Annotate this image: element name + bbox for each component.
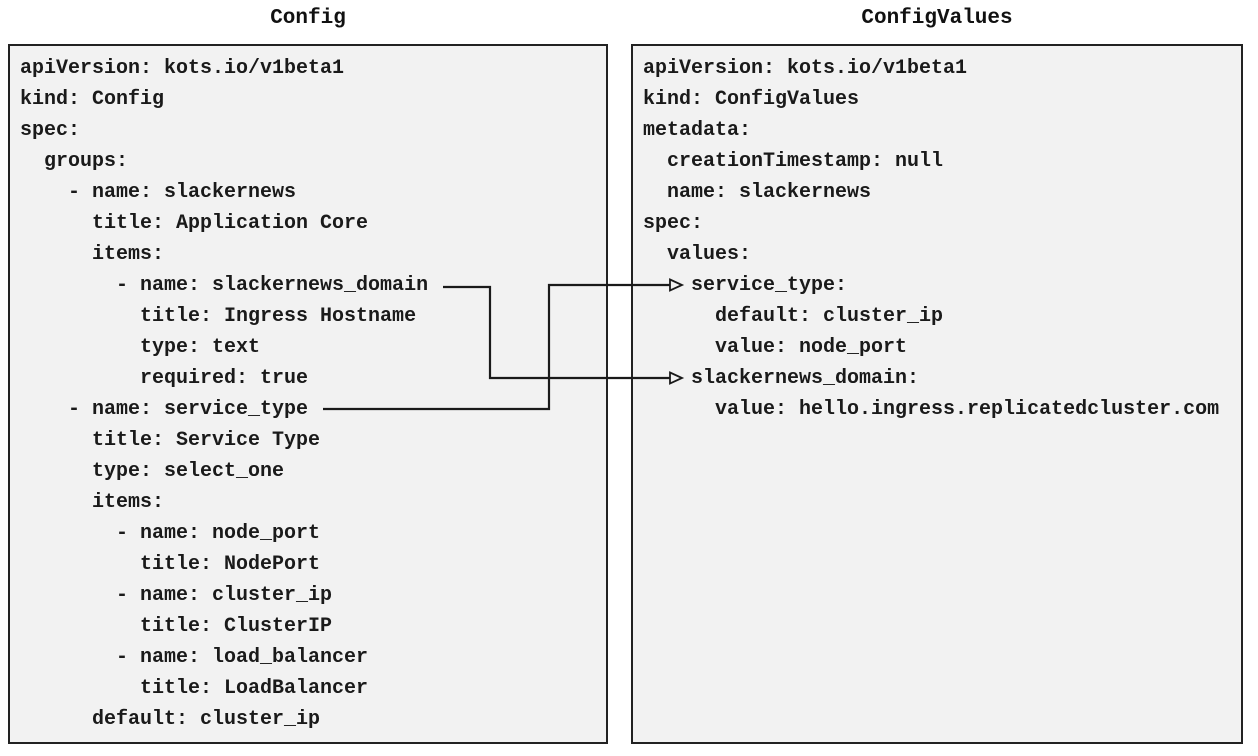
yaml-line: title: Application Core <box>20 212 369 235</box>
yaml-line: items: <box>20 243 165 266</box>
yaml-line: values: <box>643 243 752 266</box>
config-panel: apiVersion: kots.io/v1beta1 kind: Config s… <box>8 44 608 744</box>
yaml-line: items: <box>20 491 165 514</box>
yaml-line: apiVersion: kots.io/v1beta1 <box>643 57 968 80</box>
config-yaml-code: apiVersion: kots.io/v1beta1 kind: Config s… <box>10 46 606 735</box>
yaml-line: name: slackernews <box>643 181 872 204</box>
yaml-line: apiVersion: kots.io/v1beta1 <box>20 57 345 80</box>
yaml-line: metadata: <box>643 119 752 142</box>
yaml-line: - name: slackernews_domain <box>20 274 429 297</box>
yaml-line: groups: <box>20 150 129 173</box>
yaml-line: creationTimestamp: null <box>643 150 944 173</box>
yaml-line: title: Service Type <box>20 429 321 452</box>
yaml-line: - name: service_type <box>20 398 309 421</box>
yaml-line: value: hello.ingress.replicatedcluster.c… <box>643 398 1220 421</box>
configvalues-panel-title: ConfigValues <box>861 7 1013 30</box>
yaml-line: required: true <box>20 367 309 390</box>
yaml-line: type: text <box>20 336 261 359</box>
yaml-line: spec: <box>20 119 81 142</box>
yaml-line: - name: cluster_ip <box>20 584 333 607</box>
yaml-line: kind: Config <box>20 88 165 111</box>
yaml-line: - name: load_balancer <box>20 646 369 669</box>
yaml-line: kind: ConfigValues <box>643 88 860 111</box>
yaml-line: default: cluster_ip <box>643 305 944 328</box>
configvalues-panel: apiVersion: kots.io/v1beta1 kind: ConfigV… <box>631 44 1243 744</box>
yaml-line: title: LoadBalancer <box>20 677 369 700</box>
yaml-line: - name: node_port <box>20 522 321 545</box>
yaml-line: value: node_port <box>643 336 908 359</box>
yaml-line: title: ClusterIP <box>20 615 333 638</box>
yaml-line: - name: slackernews <box>20 181 297 204</box>
yaml-line: type: select_one <box>20 460 285 483</box>
yaml-line: service_type: <box>643 274 848 297</box>
configvalues-yaml-code: apiVersion: kots.io/v1beta1 kind: ConfigV… <box>633 46 1241 425</box>
yaml-line: slackernews_domain: <box>643 367 920 390</box>
config-panel-title: Config <box>270 7 346 30</box>
yaml-line: title: Ingress Hostname <box>20 305 417 328</box>
yaml-line: default: cluster_ip <box>20 708 321 731</box>
yaml-line: spec: <box>643 212 704 235</box>
yaml-line: title: NodePort <box>20 553 321 576</box>
